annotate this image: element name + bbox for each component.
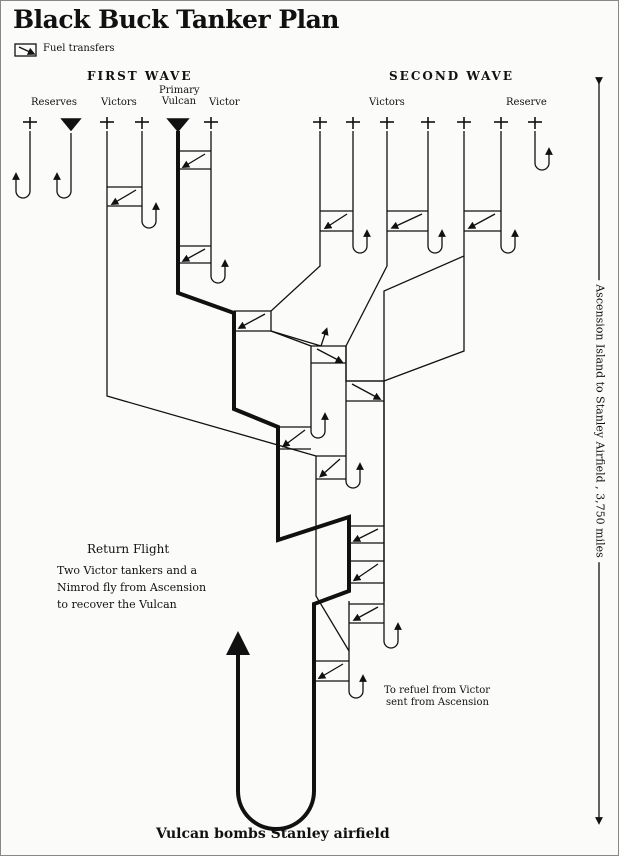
second-wave-heading: SECOND WAVE bbox=[389, 69, 514, 83]
label-victors-first: Victors bbox=[101, 97, 137, 108]
victor-aircraft-icon bbox=[313, 117, 327, 129]
footer-caption: Vulcan bombs Stanley airfield bbox=[156, 826, 390, 842]
return-flight-heading: Return Flight bbox=[87, 542, 170, 556]
victor-aircraft-icon bbox=[100, 117, 114, 129]
distance-label: Ascension Island to Stanley Airfield , 3… bbox=[593, 280, 607, 562]
return-flight-line-3: to recover the Vulcan bbox=[57, 598, 177, 611]
refuel-note-line-2: sent from Ascension bbox=[386, 697, 489, 708]
aircraft-icons bbox=[23, 117, 542, 133]
victor-aircraft-icon bbox=[494, 117, 508, 129]
diagram-title: Black Buck Tanker Plan bbox=[13, 5, 340, 34]
victor-aircraft-icon bbox=[204, 117, 218, 129]
fuel-transfer-boxes bbox=[107, 150, 501, 682]
label-victors-second: Victors bbox=[369, 97, 405, 108]
refuel-note-line-1: To refuel from Victor bbox=[384, 685, 491, 696]
vulcan-flight-path bbox=[176, 131, 351, 831]
vulcan-aircraft-icon bbox=[166, 118, 190, 133]
victor-aircraft-icon bbox=[421, 117, 435, 129]
label-reserves: Reserves bbox=[31, 97, 77, 108]
label-reserve: Reserve bbox=[506, 97, 547, 108]
label-victor: Victor bbox=[209, 97, 240, 108]
vulcan-aircraft-icon bbox=[60, 118, 82, 132]
legend-label: Fuel transfers bbox=[43, 43, 115, 54]
victor-aircraft-icon bbox=[457, 117, 471, 129]
return-flight-line-2: Nimrod fly from Ascension bbox=[57, 581, 207, 594]
victor-aircraft-icon bbox=[528, 117, 542, 129]
first-wave-heading: FIRST WAVE bbox=[87, 69, 193, 83]
fuel-transfer-icon bbox=[14, 43, 37, 57]
victor-aircraft-icon bbox=[23, 117, 37, 129]
victor-aircraft-icon bbox=[380, 117, 394, 129]
victor-aircraft-icon bbox=[135, 117, 149, 129]
return-flight-line-1: Two Victor tankers and a bbox=[57, 564, 198, 577]
victor-aircraft-icon bbox=[346, 117, 360, 129]
label-primary-vulcan: Primary Vulcan bbox=[159, 85, 200, 107]
